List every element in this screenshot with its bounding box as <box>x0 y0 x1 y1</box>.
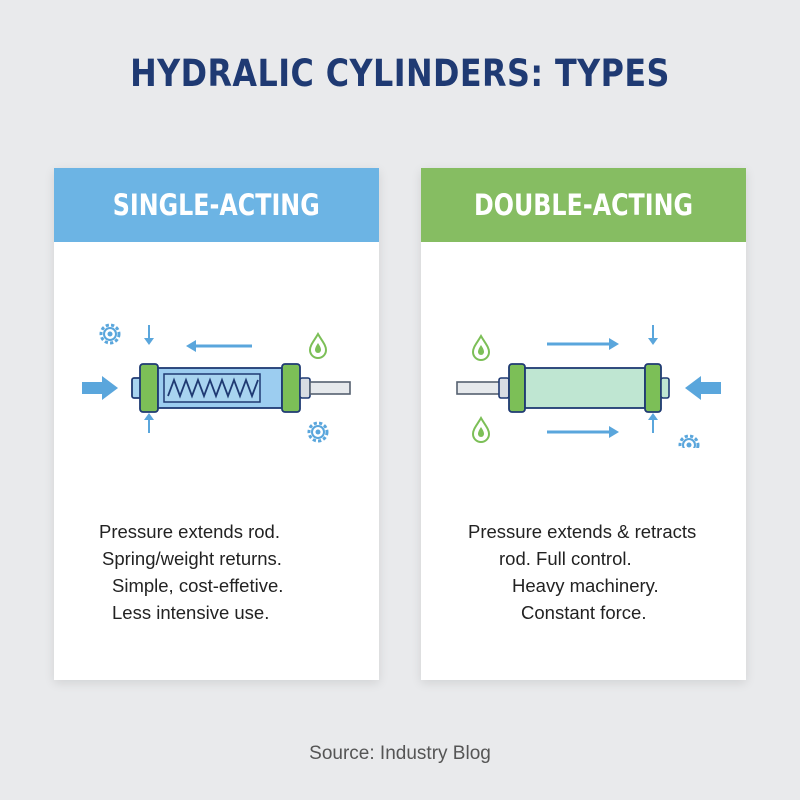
cylinder-icon <box>456 363 670 413</box>
double-acting-header: DOUBLE-ACTING <box>421 168 746 242</box>
single-acting-card: SINGLE-ACTING <box>54 168 379 680</box>
oil-drop-icon <box>471 415 491 443</box>
page-title: HYDRALIC CYLINDERS: TYPES <box>130 52 670 95</box>
single-acting-description: Pressure extends rod. Spring/weight retu… <box>54 518 379 626</box>
single-acting-header: SINGLE-ACTING <box>54 168 379 242</box>
single-acting-cylinder-diagram <box>82 323 351 443</box>
left-arrow-icon <box>186 340 252 352</box>
pressure-arrow-icon <box>685 376 721 400</box>
description-line: rod. Full control. <box>499 548 632 569</box>
cylinder-icon <box>131 363 351 413</box>
description-line: Heavy machinery. <box>512 575 659 596</box>
pressure-arrow-icon <box>82 376 118 400</box>
up-arrow-icon <box>648 413 658 433</box>
description-line: Pressure extends & retracts <box>468 521 697 542</box>
right-arrow-icon <box>547 338 619 350</box>
description-line: Constant force. <box>521 602 647 623</box>
description-line: Pressure extends rod. <box>99 521 280 542</box>
description-line: Simple, cost-effetive. <box>112 575 284 596</box>
source-credit: Source: Industry Blog <box>309 743 491 764</box>
right-arrow-icon <box>547 426 619 438</box>
gear-icon <box>99 323 121 345</box>
double-acting-cylinder-diagram <box>456 325 721 448</box>
oil-drop-icon <box>308 331 328 359</box>
gear-icon <box>678 434 700 448</box>
double-acting-heading: DOUBLE-ACTING <box>473 188 693 222</box>
double-acting-card: DOUBLE-ACTING <box>421 168 746 680</box>
description-line: Spring/weight returns. <box>102 548 282 569</box>
down-arrow-icon <box>648 325 658 345</box>
double-acting-description: Pressure extends & retracts rod. Full co… <box>421 518 746 626</box>
gear-icon <box>307 421 329 443</box>
single-acting-heading: SINGLE-ACTING <box>112 188 320 222</box>
description-line: Less intensive use. <box>112 602 270 623</box>
down-arrow-icon <box>144 325 154 345</box>
oil-drop-icon <box>471 333 491 361</box>
spring-icon <box>167 377 259 399</box>
up-arrow-icon <box>144 413 154 433</box>
